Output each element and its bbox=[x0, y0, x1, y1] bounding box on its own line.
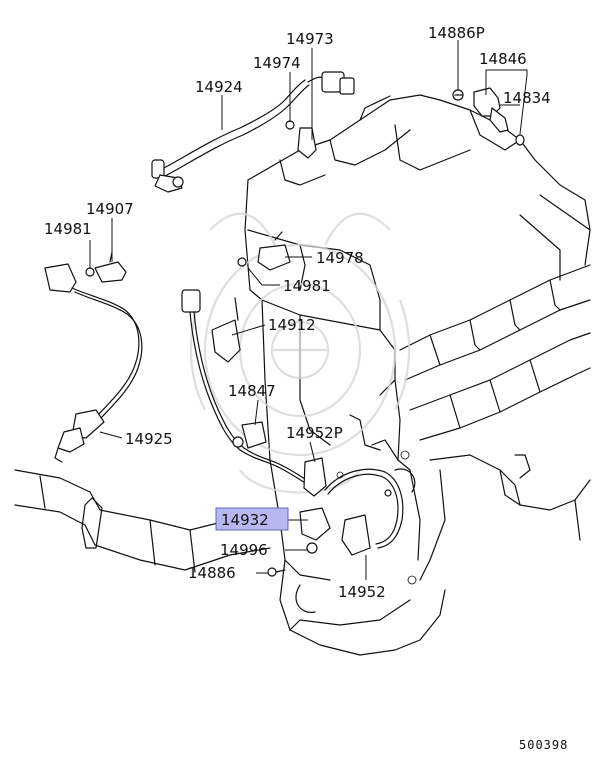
highlight-box-14932 bbox=[215, 507, 289, 531]
label-14981-mid[interactable]: 14981 bbox=[283, 277, 331, 295]
label-14886P[interactable]: 14886P bbox=[428, 24, 485, 42]
label-14952[interactable]: 14952 bbox=[338, 583, 386, 601]
label-14981-left[interactable]: 14981 bbox=[44, 220, 92, 238]
sensor-14846 bbox=[452, 87, 525, 146]
label-14912[interactable]: 14912 bbox=[268, 316, 316, 334]
part-labels: 14973 14886P 14974 14846 14924 14834 149… bbox=[44, 24, 551, 601]
label-14925[interactable]: 14925 bbox=[125, 430, 173, 448]
oxygen-sensor-14925 bbox=[44, 263, 143, 463]
label-14924[interactable]: 14924 bbox=[195, 78, 243, 96]
sensor-14847 bbox=[232, 421, 267, 449]
clip-14952P bbox=[303, 457, 327, 497]
label-14973[interactable]: 14973 bbox=[286, 30, 334, 48]
bracket-14907 bbox=[85, 251, 127, 283]
label-14978[interactable]: 14978 bbox=[316, 249, 364, 267]
connector-14973 bbox=[285, 71, 355, 159]
crank-sensor-14932 bbox=[267, 468, 404, 577]
sensor-14924 bbox=[151, 79, 310, 193]
label-14952P[interactable]: 14952P bbox=[286, 424, 343, 442]
label-14846[interactable]: 14846 bbox=[479, 50, 527, 68]
watermark-emblem bbox=[189, 212, 411, 494]
label-14974[interactable]: 14974 bbox=[253, 54, 301, 72]
label-14932[interactable]: 14932 bbox=[221, 511, 269, 529]
leader-lines bbox=[89, 40, 528, 580]
engine-block bbox=[244, 94, 591, 656]
label-14996[interactable]: 14996 bbox=[220, 541, 268, 559]
label-14834[interactable]: 14834 bbox=[503, 89, 551, 107]
harness-14912 bbox=[181, 289, 314, 487]
label-14886[interactable]: 14886 bbox=[188, 564, 236, 582]
label-14847[interactable]: 14847 bbox=[228, 382, 276, 400]
diagram-id: 500398 bbox=[519, 738, 568, 752]
bracket-14978 bbox=[237, 231, 291, 271]
label-14907[interactable]: 14907 bbox=[86, 200, 134, 218]
